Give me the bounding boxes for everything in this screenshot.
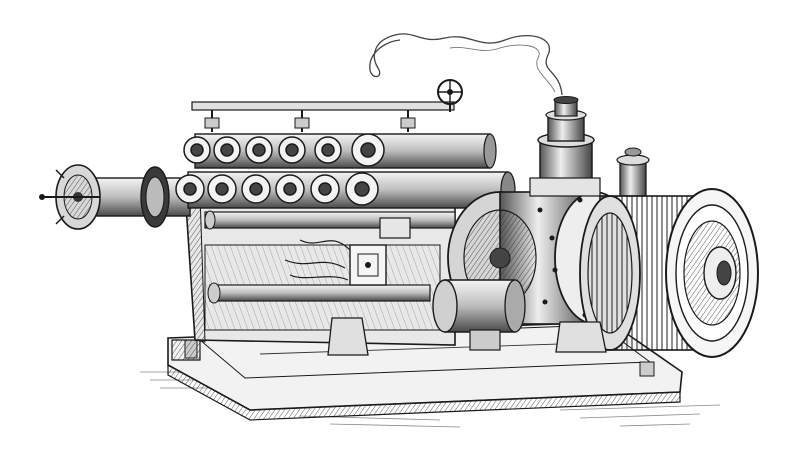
left-drive-shaft: [39, 164, 191, 230]
support-pedestals: [171, 317, 607, 361]
pump-cylinder: [432, 279, 526, 351]
steam-plume-inner: [449, 44, 556, 93]
handwheel-icon: [437, 79, 463, 112]
steam-stack: [529, 96, 601, 197]
dome-valve: [616, 147, 650, 197]
lower-cylinder-bank: [175, 171, 516, 209]
top-rail: [191, 101, 455, 132]
horizontal-pipes: [204, 210, 456, 304]
steam-plume: [369, 33, 563, 96]
upper-cylinder-bank: [183, 133, 497, 169]
valve-box: [284, 217, 411, 286]
flywheel: [579, 188, 759, 358]
base-platform: [167, 321, 683, 421]
